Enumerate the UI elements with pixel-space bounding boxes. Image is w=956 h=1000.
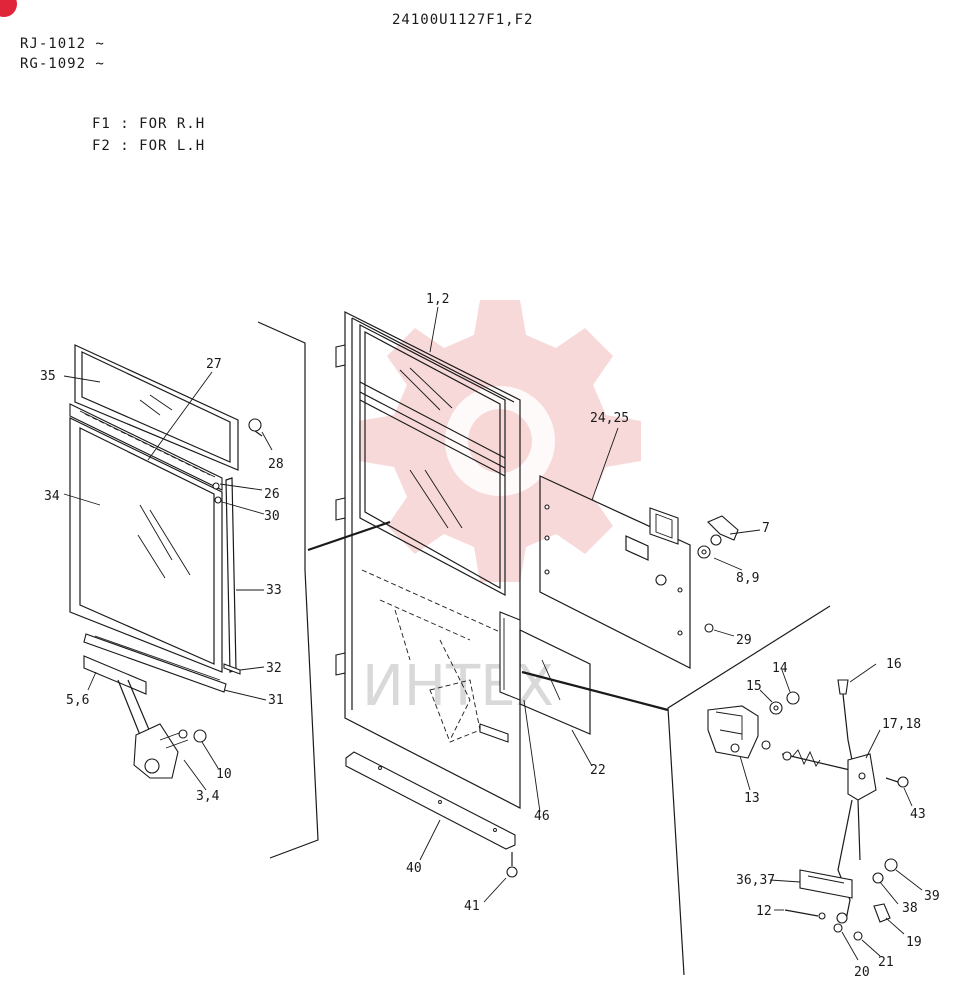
callout-32: 32 bbox=[266, 661, 282, 676]
nut-14 bbox=[786, 691, 800, 705]
linkage-rod bbox=[781, 749, 851, 771]
seal-26 bbox=[212, 482, 220, 490]
callout-22: 22 bbox=[590, 763, 606, 778]
lower-rail bbox=[83, 633, 227, 693]
callout-3-4: 3,4 bbox=[196, 789, 220, 804]
lock-knob-16 bbox=[837, 679, 853, 761]
callout-39: 39 bbox=[924, 889, 940, 904]
callout-34: 34 bbox=[44, 489, 60, 504]
inside-handle-36-37 bbox=[799, 869, 853, 899]
callout-26: 26 bbox=[264, 487, 280, 502]
callout-35: 35 bbox=[40, 369, 56, 384]
serial-line-2: RG-1092 ~ bbox=[20, 56, 105, 72]
washer-15 bbox=[769, 701, 783, 715]
washer-8-9 bbox=[697, 545, 711, 559]
leader-lines bbox=[63, 306, 923, 961]
window-frame bbox=[74, 344, 239, 471]
callout-28: 28 bbox=[268, 457, 284, 472]
callout-12: 12 bbox=[756, 904, 772, 919]
handle-7 bbox=[707, 515, 739, 546]
callout-43: 43 bbox=[910, 807, 926, 822]
callout-21: 21 bbox=[878, 955, 894, 970]
callout-46: 46 bbox=[534, 809, 550, 824]
reinforcement-bar-40 bbox=[345, 751, 516, 850]
callout-15: 15 bbox=[746, 679, 762, 694]
lock-detail-boundary bbox=[667, 605, 831, 976]
washer-38 bbox=[872, 872, 884, 884]
seal-30 bbox=[214, 496, 222, 504]
callout-8-9: 8,9 bbox=[736, 571, 759, 586]
callout-31: 31 bbox=[268, 693, 284, 708]
nut-39 bbox=[884, 858, 898, 872]
serial-line-1: RJ-1012 ~ bbox=[20, 36, 105, 52]
clip-19 bbox=[873, 903, 891, 923]
callout-16: 16 bbox=[886, 657, 902, 672]
callout-24-25: 24,25 bbox=[590, 411, 629, 426]
callout-30: 30 bbox=[264, 509, 280, 524]
drawing-number: 24100U1127F1,F2 bbox=[392, 12, 533, 28]
bolt-28 bbox=[248, 418, 263, 437]
callout-38: 38 bbox=[902, 901, 918, 916]
window-regulator bbox=[83, 655, 207, 779]
callout-labels: 1,2 3,4 5,6 7 8,9 10 12 13 14 15 16 17,1… bbox=[40, 292, 940, 980]
callout-20: 20 bbox=[854, 965, 870, 980]
pin-12 bbox=[784, 909, 826, 920]
callout-1-2: 1,2 bbox=[426, 292, 449, 307]
bolt-41 bbox=[506, 852, 518, 878]
callout-10: 10 bbox=[216, 767, 232, 782]
callout-14: 14 bbox=[772, 661, 788, 676]
variant-line-2: F2 : FOR L.H bbox=[92, 138, 205, 154]
callout-29: 29 bbox=[736, 633, 752, 648]
washer-21 bbox=[853, 931, 863, 941]
callout-36-37: 36,37 bbox=[736, 873, 775, 888]
callout-19: 19 bbox=[906, 935, 922, 950]
callout-17-18: 17,18 bbox=[882, 717, 921, 732]
door-lock-13 bbox=[707, 705, 771, 759]
callout-13: 13 bbox=[744, 791, 760, 806]
callout-5-6: 5,6 bbox=[66, 693, 89, 708]
callout-40: 40 bbox=[406, 861, 422, 876]
callout-33: 33 bbox=[266, 583, 282, 598]
watermark-text: ИНТЕХ bbox=[362, 654, 554, 719]
corner-badge-icon bbox=[0, 0, 17, 17]
callout-7: 7 bbox=[762, 521, 770, 536]
inner-trim-panel bbox=[539, 475, 691, 669]
variant-line-1: F1 : FOR R.H bbox=[92, 116, 205, 132]
callout-41: 41 bbox=[464, 899, 480, 914]
bushing-20 bbox=[833, 912, 848, 933]
screw-43 bbox=[885, 776, 909, 788]
detail-leader-lock bbox=[521, 670, 669, 712]
pin-32 bbox=[223, 663, 241, 675]
screw-29 bbox=[704, 623, 714, 633]
upper-rail bbox=[69, 403, 223, 491]
door-assembly bbox=[335, 311, 521, 809]
sliding-glass-panel bbox=[69, 417, 223, 673]
side-channel bbox=[225, 477, 237, 673]
callout-27: 27 bbox=[206, 357, 222, 372]
